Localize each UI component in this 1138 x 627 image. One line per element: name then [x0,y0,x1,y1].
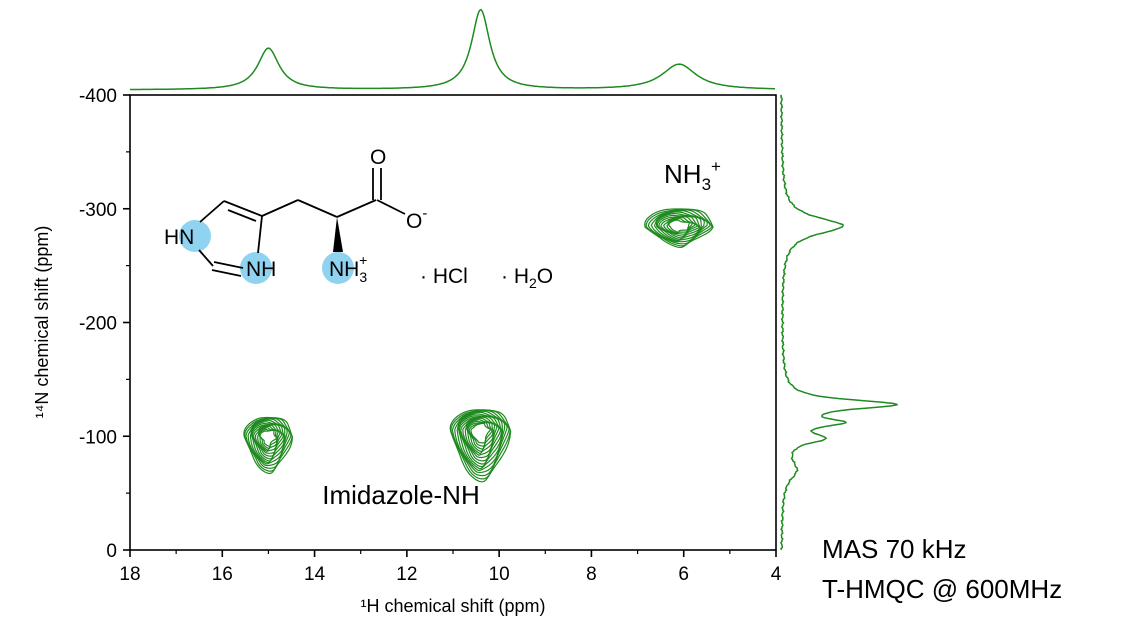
contour-line [668,219,691,233]
contour-line [451,409,510,477]
contour-line [257,425,281,453]
water-main: · H [501,265,529,288]
contour-peak [449,409,512,483]
histidine-structure: HN NH O O- NH3+ · HCl · H2O [164,146,553,291]
contour-line [468,422,493,447]
contour-line [660,216,699,237]
peak-label-nh3-main: NH [664,159,702,189]
contour-line [666,217,693,234]
atom-nh: NH [246,258,276,281]
highlight-n3 [240,252,272,284]
contour-peaks [243,208,714,483]
contour-line [450,409,511,480]
h1-projection-trace [130,8,775,91]
x-axis-label: ¹H chemical shift (ppm) [360,596,545,616]
bond-ring-5 [198,249,214,267]
highlight-nh3 [322,252,354,284]
condition-mas: MAS 70 kHz [822,534,967,564]
contour-line [650,209,708,243]
peak-label-nh3-sup: + [711,157,721,176]
contour-line [254,424,283,454]
atom-nh3-sub: 3 [359,269,367,285]
x-tick-label: 18 [119,564,140,585]
y-tick-label: -100 [79,427,117,448]
x-axis-ticks: 18 16 14 12 10 8 6 4 [119,550,782,585]
bond-c-ominus [376,199,406,215]
water-o: O [537,265,553,288]
y-tick-label: -200 [79,314,117,335]
contour-line [454,410,508,474]
bond-ring-2b [227,209,257,222]
contour-line [462,416,500,459]
contour-peak [243,416,294,475]
condition-hmqc: T-HMQC @ 600MHz [822,574,1062,604]
contour-line [259,429,278,447]
x-tick-label: 16 [212,564,233,585]
contour-line [663,216,696,235]
y-axis-ticks: 0 -100 -200 -300 -400 [79,86,130,562]
bond-ring-1 [199,200,225,223]
bond-carboxyl [336,199,377,218]
bond-wedge [333,217,343,252]
contour-peak [644,208,714,249]
x-tick-label: 8 [586,564,597,585]
contour-line [456,411,506,472]
bond-ring-2 [223,200,263,217]
atom-nh3: NH3+ [329,252,367,285]
y-tick-label: 0 [106,541,117,562]
y-tick-label: -400 [79,86,117,107]
n14-projection-trace [779,94,898,551]
contour-line [460,415,502,462]
contour-line [245,417,292,469]
atom-hn: HN [164,226,194,249]
bond-ch2 [261,199,299,217]
contour-line [470,422,492,444]
y-tick-label: -300 [79,200,117,221]
atom-o-minus-main: O [406,210,422,233]
x-tick-label: 12 [396,564,417,585]
highlight-n1 [179,220,211,252]
peak-label-nh3-sub: 3 [702,175,711,194]
atom-o: O [370,146,386,169]
x-tick-label: 14 [304,564,326,585]
bond-ring-4b [211,269,242,277]
x-tick-label: 4 [771,564,782,585]
bond-ring-4 [213,261,244,269]
water: · H2O [501,265,553,291]
contour-line [252,424,284,457]
contour-line [653,211,705,242]
contour-line [247,418,290,467]
contour-line [464,417,498,456]
contour-line [647,209,711,245]
water-sub: 2 [529,275,537,291]
peak-label-nh3: NH3+ [664,157,721,194]
x-tick-label: 10 [489,564,510,585]
salt-hcl: · HCl [420,265,468,288]
atom-nh3-sup: + [359,252,367,268]
atom-nh3-main: NH [329,258,359,281]
bond-calpha [297,199,338,218]
x-tick-label: 6 [678,564,689,585]
atom-o-minus: O- [406,205,427,233]
peak-label-imidazole: Imidazole-NH [322,480,480,510]
y-axis-label: ¹⁴N chemical shift (ppm) [32,226,52,419]
atom-o-minus-charge: - [422,205,427,222]
bond-ring-3 [257,215,263,254]
